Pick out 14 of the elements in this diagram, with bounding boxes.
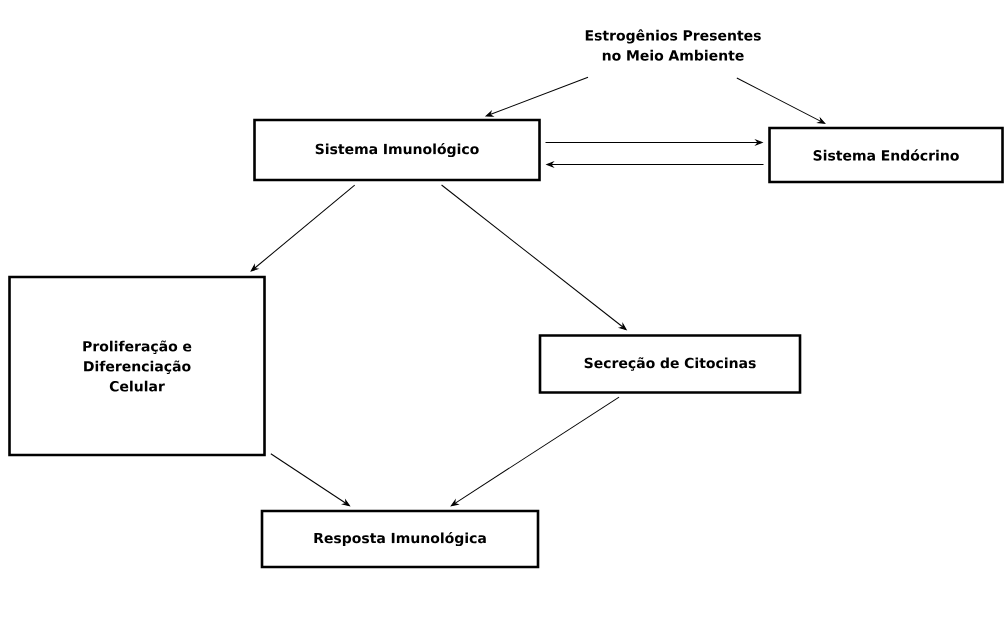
arrow (736, 77, 826, 124)
arrow (485, 76, 589, 117)
arrow (270, 453, 350, 507)
process-box: Sistema Endócrino (768, 126, 1004, 184)
arrow (545, 139, 763, 146)
process-box: Secreção de Citocinas (538, 334, 802, 394)
source-text: Estrogênios Presentes no Meio Ambiente (585, 29, 761, 61)
process-box: Sistema Imunológico (253, 118, 541, 182)
arrow (441, 184, 627, 331)
process-box: Proliferação e Diferenciação Celular (8, 275, 266, 457)
process-box: Resposta Imunológica (260, 509, 540, 569)
arrow (450, 396, 620, 507)
arrow (546, 161, 764, 168)
arrow (250, 184, 356, 272)
